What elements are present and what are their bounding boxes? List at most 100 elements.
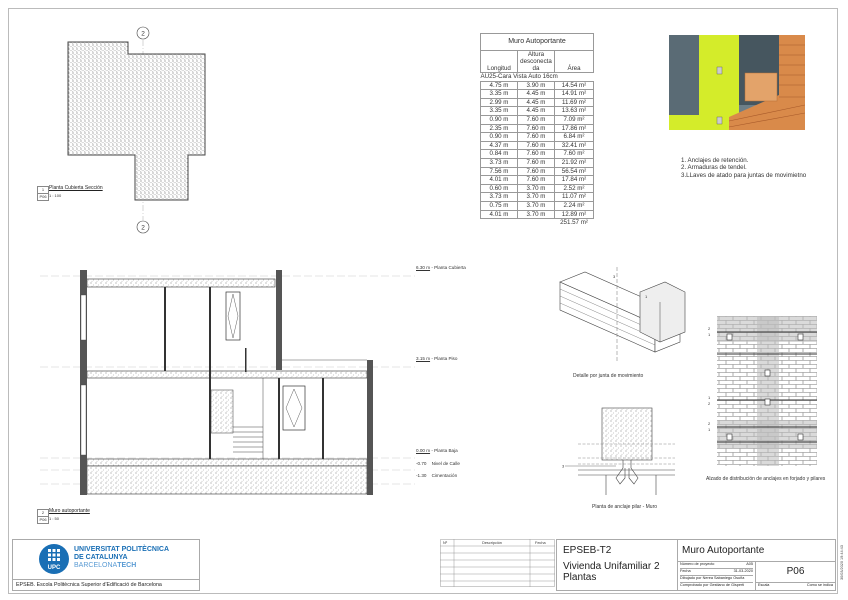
roof-plan: 2 2 bbox=[67, 26, 206, 234]
header-altura: Altura desconecta da bbox=[517, 50, 555, 73]
header-area: Área bbox=[554, 50, 594, 73]
schedule-cell: 17.86 m² bbox=[554, 123, 594, 134]
schedule-title: Muro Autoportante bbox=[480, 33, 594, 51]
schedule-cell: 4.45 m bbox=[517, 97, 555, 108]
schedule-cell: 56.54 m² bbox=[554, 166, 594, 177]
wall-schedule: Muro Autoportante Longitud Altura descon… bbox=[480, 33, 594, 227]
schedule-cell: 21.92 m² bbox=[554, 157, 594, 168]
schedule-cell: 2.52 m² bbox=[554, 183, 594, 194]
schedule-cell: 7.60 m bbox=[517, 149, 555, 159]
schedule-cell: 2.99 m bbox=[480, 97, 518, 108]
upc-logo-mark: UPC bbox=[39, 544, 69, 574]
schedule-cell: 3.70 m bbox=[517, 209, 555, 220]
schedule-total: 251.57 m² bbox=[560, 219, 588, 227]
upc-logo: UPC UNIVERSITAT POLITÈCNICA DE CATALUNYA… bbox=[13, 540, 199, 580]
schedule-cell: 3.70 m bbox=[517, 192, 555, 202]
svg-text:UPC: UPC bbox=[48, 565, 61, 571]
school-name: EPSEB. Escola Politècnica Superior d'Edi… bbox=[16, 582, 162, 588]
schedule-cell: 2.35 m bbox=[480, 123, 518, 134]
schedule-cell: 4.45 m bbox=[517, 106, 555, 116]
schedule-cell: 3.70 m bbox=[517, 200, 555, 211]
schedule-cell: 0.75 m bbox=[480, 200, 518, 211]
schedule-cell: 7.60 m bbox=[517, 166, 555, 177]
schedule-cell: 4.37 m bbox=[480, 140, 518, 151]
header-longitud: Longitud bbox=[480, 50, 518, 73]
schedule-group: AU25-Cara Vista Auto 16cm bbox=[480, 73, 558, 80]
schedule-cell: 7.09 m² bbox=[554, 114, 594, 125]
schedule-cell: 4.45 m bbox=[517, 89, 555, 99]
svg-text:2: 2 bbox=[141, 31, 145, 38]
grid-bubble-bottom: 2 bbox=[136, 220, 150, 234]
schedule-cell: 12.89 m² bbox=[554, 209, 594, 220]
schedule-cell: 3.73 m bbox=[480, 157, 518, 168]
svg-text:3: 3 bbox=[562, 464, 565, 469]
schedule-cell: 7.60 m bbox=[517, 157, 555, 168]
grid-bubble-top: 2 bbox=[136, 26, 150, 40]
svg-text:1: 1 bbox=[708, 427, 711, 432]
note-item: 1. Anclajes de retención. bbox=[681, 157, 749, 164]
elevation-caption: Alzado de distribución de anclajes en fo… bbox=[706, 476, 826, 482]
window-upper bbox=[225, 291, 241, 341]
level-planta-piso: 3.15 m - Planta Piso bbox=[416, 356, 458, 361]
svg-text:2: 2 bbox=[141, 225, 145, 232]
schedule-cell: 32.41 m² bbox=[554, 140, 594, 151]
print-timestamp: 30/03/2020 19:44:43 bbox=[840, 545, 844, 580]
schedule-cell: 11.07 m² bbox=[554, 192, 594, 202]
svg-text:1: 1 bbox=[708, 395, 711, 400]
window-lower bbox=[282, 385, 306, 431]
pillar-anchor-caption: Planta de anclaje pilar - Muro bbox=[592, 504, 658, 510]
schedule-cell: 7.60 m bbox=[517, 123, 555, 134]
schedule-cell: 7.60 m bbox=[517, 140, 555, 151]
schedule-cell: 4.75 m bbox=[480, 80, 518, 91]
schedule-cell: 0.90 m bbox=[480, 132, 518, 142]
title-block: EPSEB-T2 Vivienda Unifamiliar 2 Plantas … bbox=[556, 539, 836, 591]
notes-list: 1. Anclajes de retención. 2. Armaduras d… bbox=[681, 157, 806, 179]
schedule-cell: 7.60 m² bbox=[554, 149, 594, 159]
schedule-cell: 13.63 m² bbox=[554, 106, 594, 116]
svg-text:1: 1 bbox=[708, 332, 711, 337]
schedule-cell: 2.24 m² bbox=[554, 200, 594, 211]
svg-text:2: 2 bbox=[708, 421, 711, 426]
schedule-cell: 3.90 m bbox=[517, 80, 555, 91]
level-nivel-calle: -0.70 Nivel de Calle bbox=[416, 461, 460, 466]
schedule-cell: 7.56 m bbox=[480, 166, 518, 177]
project-code: EPSEB-T2 bbox=[563, 545, 612, 556]
sheet-border bbox=[8, 8, 838, 594]
svg-text:Fecha: Fecha bbox=[535, 541, 546, 545]
schedule-cell: 7.60 m bbox=[517, 132, 555, 142]
sheet-number: P06 bbox=[786, 566, 805, 577]
schedule-cell: 7.60 m bbox=[517, 114, 555, 125]
schedule-cell: 17.84 m² bbox=[554, 175, 594, 185]
revisions-table: Nº Descripción Fecha bbox=[440, 539, 555, 587]
schedule-cell: 14.54 m² bbox=[554, 80, 594, 91]
anchor-3d-render bbox=[669, 35, 805, 130]
schedule-cell: 7.60 m bbox=[517, 175, 555, 185]
schedule-cell: 3.35 m bbox=[480, 89, 518, 99]
schedule-cell: 3.70 m bbox=[517, 183, 555, 194]
schedule-cell: 11.69 m² bbox=[554, 97, 594, 108]
svg-text:2: 2 bbox=[708, 401, 711, 406]
roof-outline bbox=[67, 41, 206, 201]
schedule-cell: 4.01 m bbox=[480, 209, 518, 220]
svg-text:3: 3 bbox=[613, 274, 616, 279]
section-drawing bbox=[40, 270, 415, 495]
level-planta-cubierta: 6.30 m - Planta Cubierta bbox=[416, 265, 466, 270]
schedule-cell: 3.35 m bbox=[480, 106, 518, 116]
schedule-cell: 4.01 m bbox=[480, 175, 518, 185]
note-item: 3.LLaves de atado para juntas de movimie… bbox=[681, 171, 807, 179]
